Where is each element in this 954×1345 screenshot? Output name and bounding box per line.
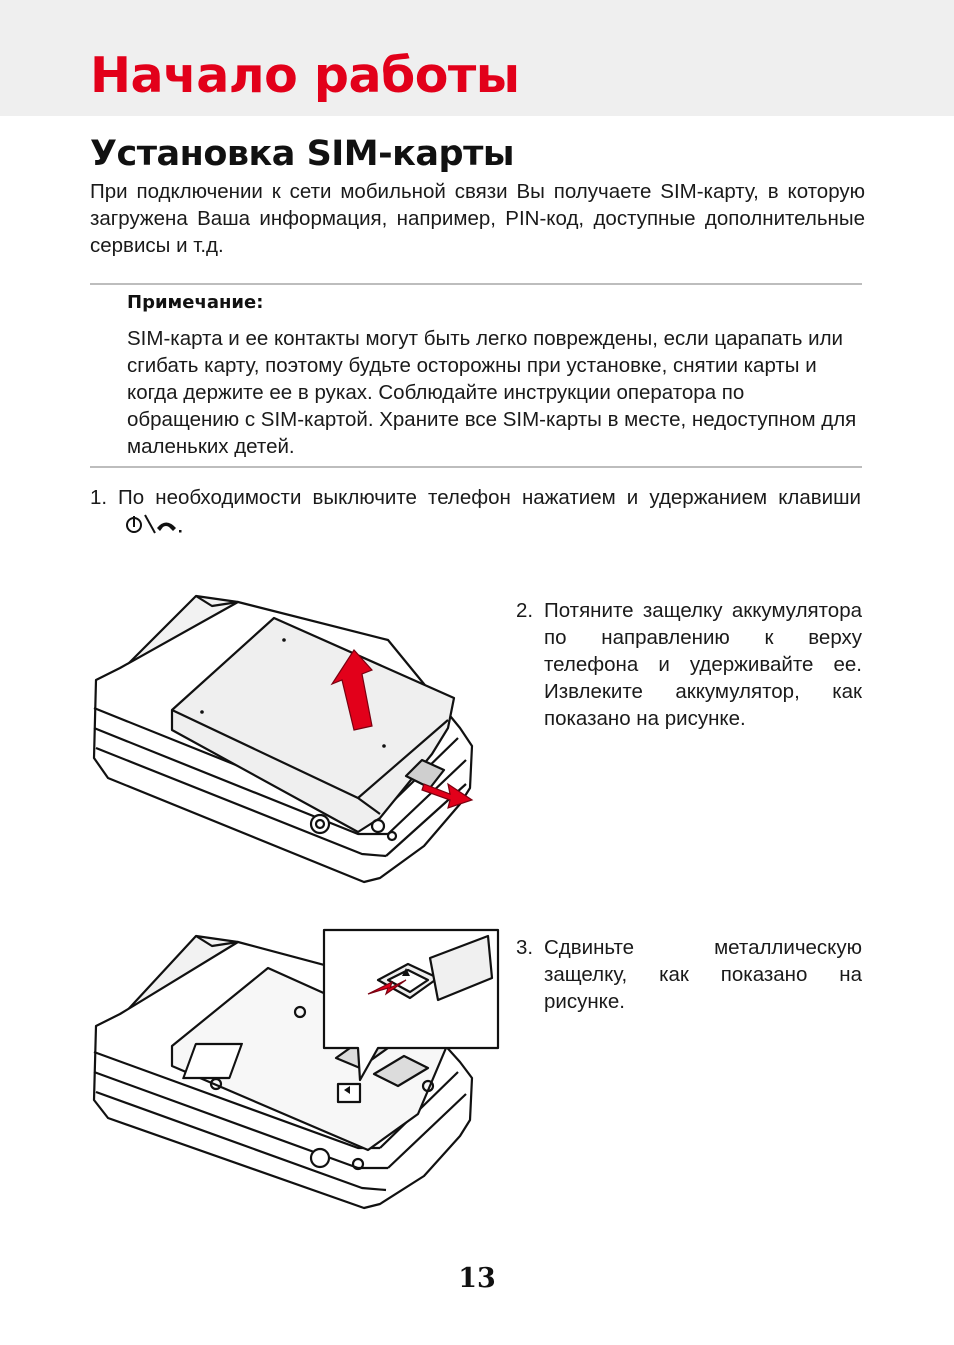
note-top-divider xyxy=(90,283,862,285)
page-number: 13 xyxy=(458,1263,496,1294)
step-text: Потяните защелку аккумулятора по направл… xyxy=(544,599,862,730)
note-text: SIM-карта и ее контакты могут быть легко… xyxy=(127,327,857,458)
step-text: Сдвиньте металлическую защелку, как пока… xyxy=(544,936,862,1013)
battery-removal-illustration xyxy=(92,594,474,884)
step-text: По необходимости выключите телефон нажат… xyxy=(118,486,861,509)
intro-paragraph: При подключении к сети мобильной связи В… xyxy=(90,180,865,257)
step-number: 1. xyxy=(90,486,108,509)
chapter-title: Начало работы xyxy=(90,47,520,104)
sim-latch-illustration xyxy=(92,928,500,1210)
note-title: Примечание: xyxy=(127,292,264,313)
step-number: 2. xyxy=(516,599,534,622)
note-bottom-divider xyxy=(90,466,862,468)
section-title: Установка SIM-карты xyxy=(90,134,515,174)
step-number: 3. xyxy=(516,936,534,959)
power-end-key-icon xyxy=(124,513,182,542)
header-band xyxy=(0,0,954,116)
